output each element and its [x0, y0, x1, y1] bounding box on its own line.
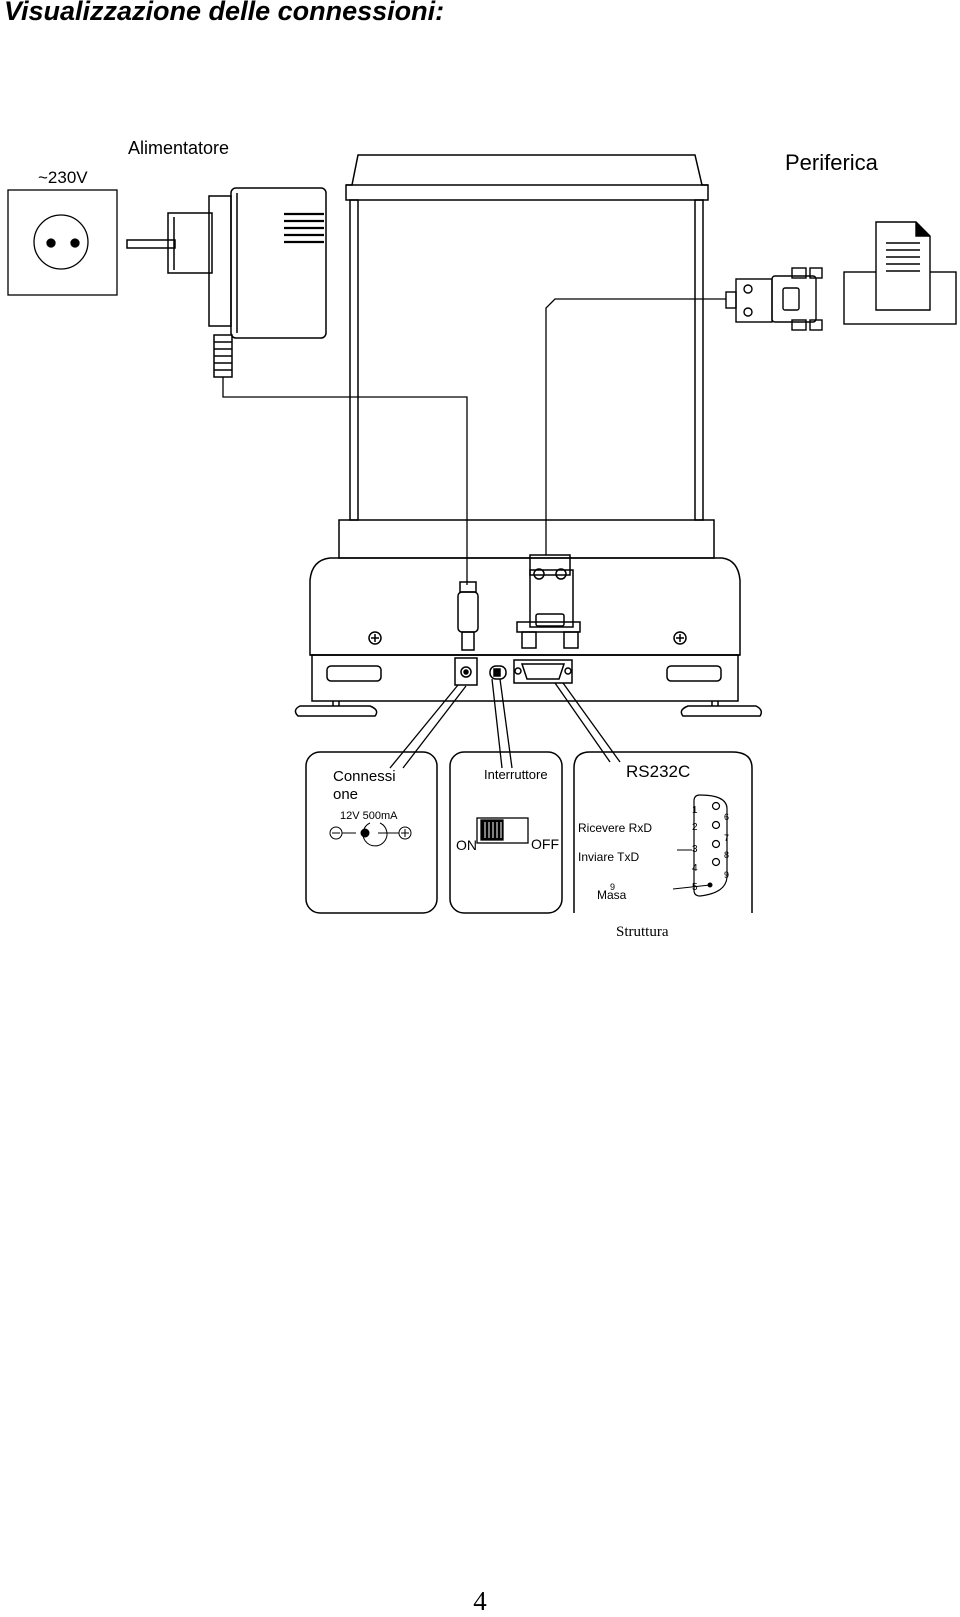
ground-label: Masa: [597, 888, 627, 902]
structure-label: Struttura: [616, 924, 669, 940]
power-cable: [222, 377, 468, 585]
zoom-callout-lines: [389, 678, 621, 769]
pin-5-label: 5: [692, 882, 698, 893]
balance-draft-shield: [345, 154, 709, 521]
serial-plug-peripheral: [725, 267, 823, 331]
printer-icon: [843, 221, 957, 325]
connection-panel-title: Connessi: [333, 768, 396, 785]
pin-6-label: 6: [724, 812, 729, 822]
power-adapter-label: Alimentatore: [128, 138, 229, 158]
connection-panel-title-cont: one: [333, 786, 358, 803]
rs232-panel-title: RS232C: [626, 762, 690, 781]
peripheral-label: Periferica: [785, 150, 879, 175]
wall-socket: [7, 189, 118, 296]
ground-pin-label: 9: [610, 882, 615, 892]
toggle-switch: [476, 817, 529, 844]
serial-cable: [545, 298, 726, 555]
pin-4-label: 4: [692, 863, 698, 874]
balance-base: [294, 519, 763, 717]
txd-label: Inviare TxD: [578, 850, 639, 864]
pin-lines: [672, 849, 713, 890]
switch-off-label: OFF: [531, 836, 559, 852]
pin-9-label: 9: [724, 870, 729, 880]
mains-voltage-label: ~230V: [38, 168, 88, 187]
power-adapter: [126, 187, 327, 378]
switch-on-label: ON: [456, 837, 477, 853]
pin-3-label: 3: [692, 844, 698, 855]
pin-7-label: 7: [724, 833, 729, 843]
rxd-label: Ricevere RxD: [578, 821, 652, 835]
page-title: Visualizzazione delle connessioni:: [4, 0, 445, 26]
rs232-panel: RS232C Ricevere RxD Inviare TxD 9 Masa 1…: [573, 751, 753, 913]
pin-8-label: 8: [724, 850, 729, 860]
connection-panel: Connessi one 12V 500mA: [305, 751, 438, 914]
dc-polarity-symbol: [329, 822, 412, 847]
pin-1-label: 1: [692, 805, 698, 816]
switch-panel: Interruttore ON OFF: [449, 751, 563, 914]
connection-rating-label: 12V 500mA: [340, 810, 398, 822]
page-number: 4: [473, 1586, 487, 1616]
switch-panel-title: Interruttore: [484, 767, 548, 782]
pin-2-label: 2: [692, 822, 698, 833]
db9-pin-diagram: [693, 794, 728, 897]
